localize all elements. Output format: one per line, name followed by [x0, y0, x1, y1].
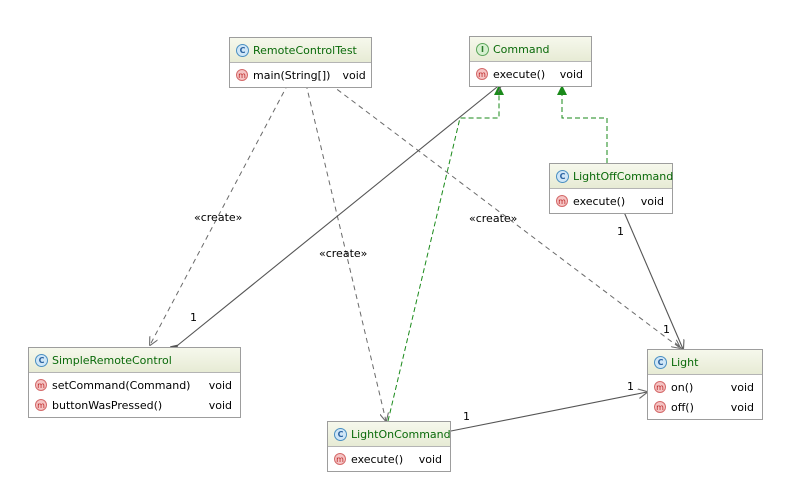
realization-edge-lightoff	[557, 85, 608, 163]
class-light[interactable]: C Light m on() void m off() void	[647, 349, 763, 420]
class-icon: C	[236, 43, 249, 57]
method-row[interactable]: m execute() void	[470, 64, 591, 84]
method-signature: buttonWasPressed()	[52, 398, 163, 412]
method-signature: execute()	[351, 452, 404, 466]
method-icon: m	[334, 453, 346, 465]
method-return-type: void	[559, 67, 583, 81]
method-signature: setCommand(Command)	[52, 378, 191, 392]
method-return-type: void	[208, 378, 232, 392]
class-header: C Light	[648, 350, 762, 375]
method-icon: m	[556, 195, 568, 207]
method-icon: m	[35, 379, 47, 391]
method-return-type: void	[418, 452, 442, 466]
method-row[interactable]: m setCommand(Command) void	[29, 375, 240, 395]
interface-command[interactable]: I Command m execute() void	[469, 36, 592, 87]
method-signature: execute()	[493, 67, 546, 81]
create-label-2: «create»	[319, 247, 367, 260]
class-name: LightOnCommand	[351, 427, 451, 441]
class-light-off-command[interactable]: C LightOffCommand m execute() void	[549, 163, 673, 214]
method-row[interactable]: m execute() void	[328, 449, 450, 469]
multiplicity-light-top: 1	[663, 323, 670, 336]
method-signature: execute()	[573, 194, 626, 208]
class-name: RemoteControlTest	[253, 43, 357, 57]
method-row[interactable]: m execute() void	[550, 191, 672, 211]
class-remote-control-test[interactable]: C RemoteControlTest m main(String[]) voi…	[229, 37, 372, 88]
class-light-on-command[interactable]: C LightOnCommand m execute() void	[327, 421, 451, 472]
method-signature: on()	[671, 380, 694, 394]
method-icon: m	[35, 399, 47, 411]
method-row[interactable]: m on() void	[648, 377, 762, 397]
assoc-edge-simpleremote-command	[178, 83, 502, 345]
class-icon: C	[654, 355, 667, 369]
method-return-type: void	[342, 68, 366, 82]
class-header: I Command	[470, 37, 591, 62]
method-return-type: void	[730, 400, 754, 414]
class-name: Light	[671, 355, 699, 369]
method-row[interactable]: m buttonWasPressed() void	[29, 395, 240, 415]
method-row[interactable]: m off() void	[648, 397, 762, 417]
create-label-3: «create»	[469, 212, 517, 225]
method-row[interactable]: m main(String[]) void	[230, 65, 371, 85]
class-header: C RemoteControlTest	[230, 38, 371, 63]
class-header: C SimpleRemoteControl	[29, 348, 240, 373]
method-signature: off()	[671, 400, 694, 414]
multiplicity-lightoff: 1	[617, 225, 624, 238]
interface-icon: I	[476, 42, 489, 56]
multiplicity-lighton: 1	[463, 410, 470, 423]
class-name: SimpleRemoteControl	[52, 353, 172, 367]
class-icon: C	[556, 169, 569, 183]
multiplicity-light-left: 1	[627, 380, 634, 393]
class-name: LightOffCommand	[573, 169, 674, 183]
class-icon: C	[334, 427, 347, 441]
method-signature: main(String[])	[253, 68, 331, 82]
method-return-type: void	[730, 380, 754, 394]
method-return-type: void	[208, 398, 232, 412]
method-return-type: void	[640, 194, 664, 208]
assoc-edge-lightoff-light	[624, 212, 683, 349]
class-name: Command	[493, 42, 550, 56]
class-header: C LightOffCommand	[550, 164, 674, 189]
realization-edge-lighton	[387, 85, 504, 422]
class-simple-remote-control[interactable]: C SimpleRemoteControl m setCommand(Comma…	[28, 347, 241, 418]
class-icon: C	[35, 353, 48, 367]
multiplicity-simple-remote: 1	[190, 311, 197, 324]
create-label-1: «create»	[194, 211, 242, 224]
method-icon: m	[476, 68, 488, 80]
method-icon: m	[654, 401, 666, 413]
method-icon: m	[236, 69, 248, 81]
method-icon: m	[654, 381, 666, 393]
assoc-edge-lighton-light	[451, 392, 647, 431]
class-header: C LightOnCommand	[328, 422, 451, 447]
